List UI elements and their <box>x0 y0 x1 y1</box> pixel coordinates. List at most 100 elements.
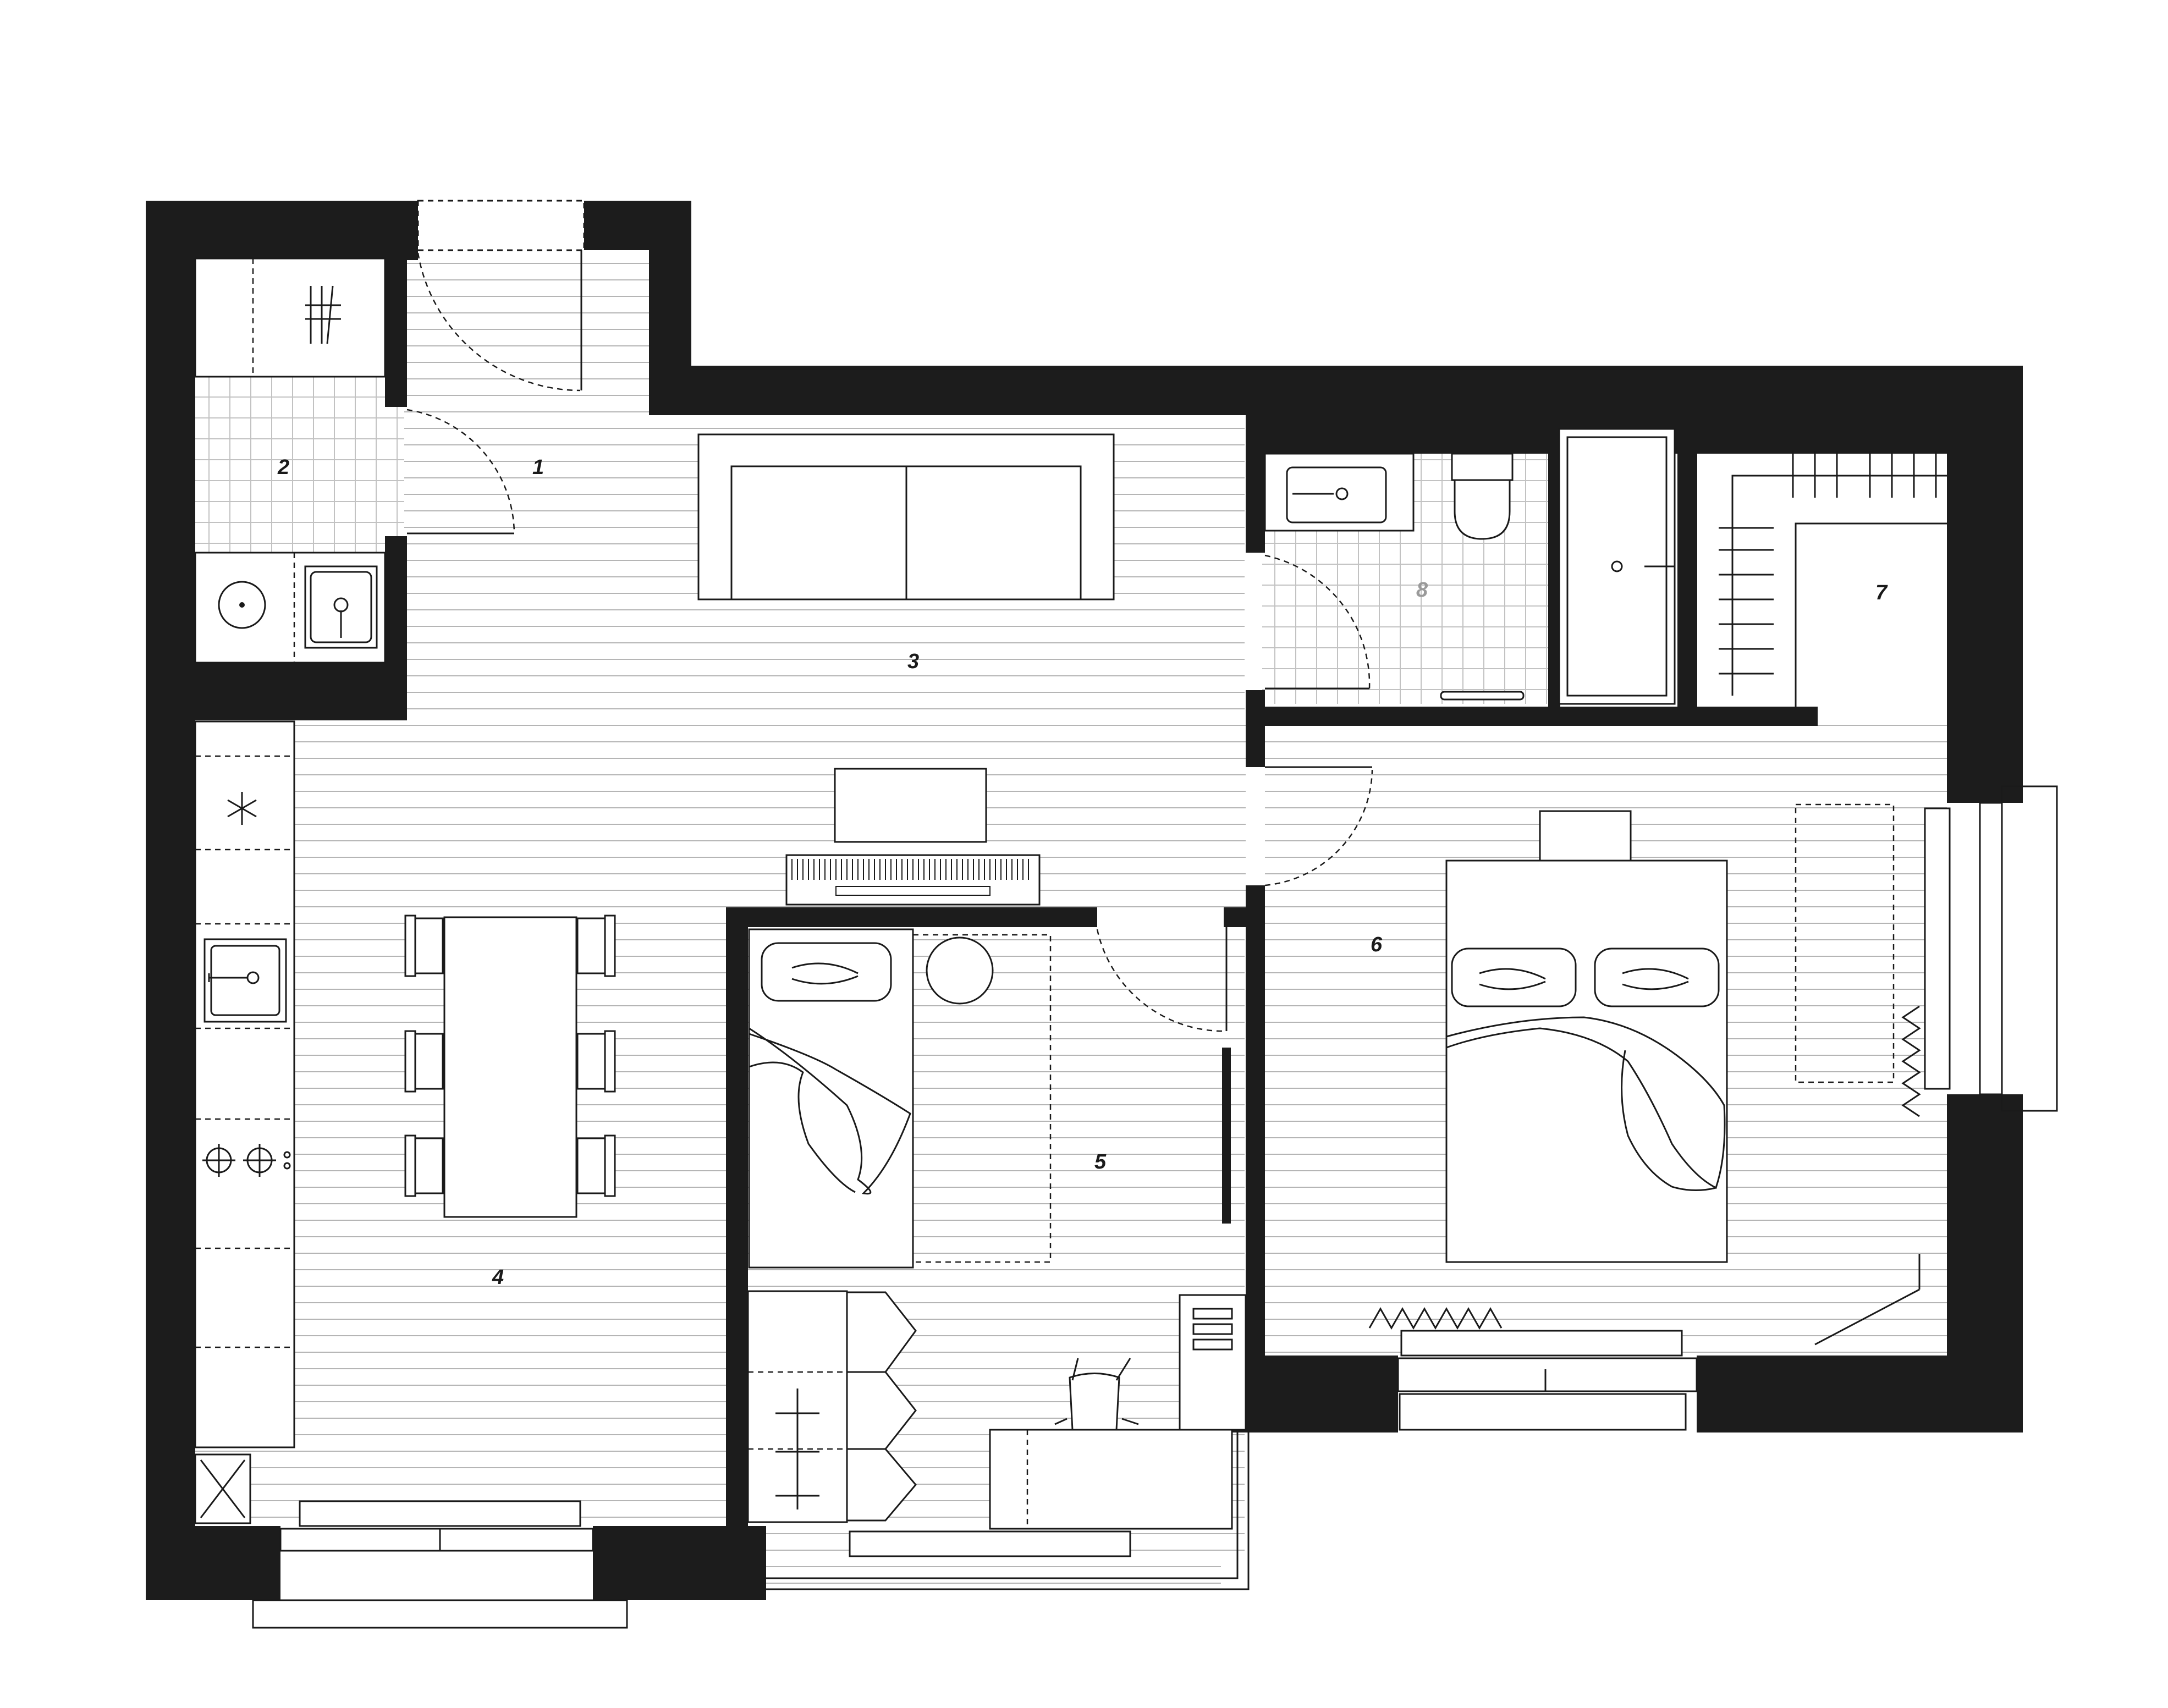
window-master-bottom <box>1397 1357 1698 1392</box>
kids-pillow-crease <box>791 962 859 985</box>
wardrobe-doors <box>846 1291 917 1373</box>
wall-top-long <box>649 366 2023 415</box>
chair-back <box>604 1134 616 1197</box>
chair-back <box>404 1030 416 1093</box>
kids-bedroom: 5 <box>747 928 1247 1530</box>
closet-rail <box>1731 475 1947 696</box>
entry-opening <box>417 200 585 251</box>
dining-chairs <box>404 914 616 1197</box>
room-label-kitchen: 4 <box>492 1266 504 1289</box>
radiator-kitchen <box>299 1500 581 1527</box>
doors <box>406 250 1921 1346</box>
desk-chair <box>1054 1358 1139 1431</box>
stove-icon <box>202 1144 291 1177</box>
room-label-bathroom: 8 <box>1416 578 1428 602</box>
master-bedroom: 6 <box>1368 803 1921 1330</box>
window-master-right <box>1979 802 2003 1095</box>
master-door-swing <box>1264 769 1373 886</box>
dining-chair <box>576 1137 606 1194</box>
window-kitchen-sill <box>252 1599 628 1629</box>
pillow-right-crease <box>1622 968 1689 990</box>
kitchen-counter <box>194 720 295 1448</box>
wall-bath-tub-sep <box>1548 426 1560 707</box>
pillow-right <box>1594 947 1720 1007</box>
utility-door-swing <box>406 409 515 534</box>
room-label-kids: 5 <box>1094 1150 1107 1173</box>
wall-hall-pier <box>1246 885 1265 907</box>
piano-stool <box>834 768 987 843</box>
walls <box>146 201 2023 1600</box>
dining-chair <box>576 917 606 974</box>
dining-chair <box>414 1033 444 1090</box>
bathtub-icon <box>1558 428 1676 705</box>
wardrobe-doors-2 <box>846 1371 917 1450</box>
chair-back <box>404 1134 416 1197</box>
wall-bottom-right-a <box>1217 1356 1398 1432</box>
wall-right-upper <box>1947 366 2023 803</box>
cabinet-x <box>194 1453 251 1524</box>
kids-door-swing <box>1096 929 1227 1032</box>
room-label-utility: 2 <box>277 456 289 479</box>
kids-pillow <box>761 942 892 1002</box>
room-label-closet: 7 <box>1875 581 1888 604</box>
curtain-bottom <box>1368 1307 1503 1330</box>
piano-pedal <box>835 886 991 896</box>
kitchen-dining: 4 <box>194 720 616 1524</box>
living-room: 3 <box>697 433 1115 906</box>
wall-utility-right-top <box>385 250 407 407</box>
room-label-master: 6 <box>1371 933 1383 956</box>
kitchen-sink-icon <box>203 938 287 1023</box>
dining-chair <box>576 1033 606 1090</box>
walk-in-closet: 7 <box>1719 451 1947 707</box>
wall-bath-bottom <box>1262 707 1818 726</box>
piano-keys <box>791 859 1029 896</box>
bath-door-swing <box>1264 554 1371 689</box>
window-kitchen <box>279 1528 594 1552</box>
shelf-lines <box>1192 1308 1233 1351</box>
wall-kids-top <box>726 907 1097 927</box>
pillow-left-crease <box>1479 968 1546 990</box>
basin-drain <box>1335 487 1349 500</box>
room-label-living: 3 <box>907 650 919 673</box>
duvet-edge <box>1446 1016 1726 1189</box>
curtain-right <box>1901 1005 1921 1117</box>
snowflake-icon <box>227 792 257 825</box>
kids-sliding-mirror <box>1222 1048 1231 1224</box>
desk <box>989 1429 1233 1530</box>
entry-door-swing <box>417 252 581 392</box>
wall-bottom-left-a <box>146 1526 280 1600</box>
utility-counter <box>194 552 386 664</box>
pillow-left <box>1451 947 1577 1007</box>
floor-utility-tiles <box>195 377 404 553</box>
balcony-outline <box>764 1432 1250 1590</box>
room-label-entrance: 1 <box>532 456 544 479</box>
dining-chair <box>414 917 444 974</box>
window-master-sill <box>1399 1393 1687 1431</box>
shelf-unit <box>1179 1294 1247 1431</box>
round-stool <box>926 936 994 1005</box>
wall-left-outer <box>146 201 195 1600</box>
chair-back <box>604 1030 616 1093</box>
closet-hangers <box>1719 451 1937 675</box>
wall-utility-bottom <box>146 663 407 720</box>
dining-table <box>443 916 577 1218</box>
balcony-outline-2 <box>764 1432 1239 1579</box>
utility-cabinet <box>194 257 386 378</box>
dining-chair <box>414 1137 444 1194</box>
wardrobe-doors-3 <box>846 1448 917 1522</box>
wall-bottom-left-b <box>593 1526 766 1600</box>
chair-back <box>604 914 616 977</box>
kids-blanket <box>749 1027 911 1195</box>
floor-closet <box>1697 426 1947 709</box>
wall-top-left <box>146 201 418 260</box>
master-balcony-door <box>1814 1288 1920 1346</box>
kids-blanket-fold <box>749 1061 856 1193</box>
wardrobe-hangers <box>775 1389 819 1509</box>
broom-icon <box>305 285 341 344</box>
wall-bath-left-top <box>1246 415 1265 553</box>
radiator-master-right <box>1924 807 1951 1090</box>
wall-kids-right <box>1246 907 1265 1356</box>
windows <box>252 200 2058 1629</box>
towel-rail <box>1440 691 1525 701</box>
